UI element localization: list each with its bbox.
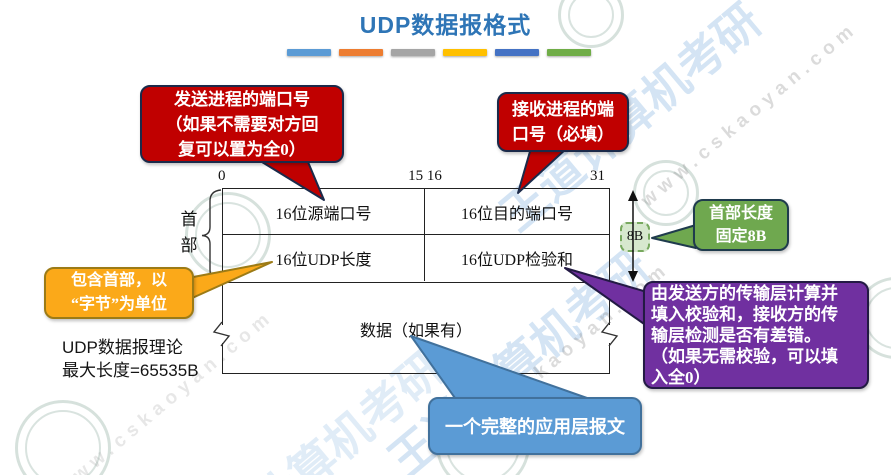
page-title: UDP数据报格式 xyxy=(359,12,532,38)
divider-bar xyxy=(443,49,487,56)
table-row: 16位源端口号 16位目的端口号 xyxy=(223,189,609,235)
divider-bar xyxy=(495,49,539,56)
seal-watermark xyxy=(15,400,111,475)
field-udp-length: 16位UDP长度 xyxy=(223,235,425,281)
field-source-port: 16位源端口号 xyxy=(223,189,425,234)
callout-line: 包含首部，以 xyxy=(70,272,167,289)
note-line: UDP数据报理论 xyxy=(62,338,183,357)
field-dest-port: 16位目的端口号 xyxy=(460,205,573,223)
udp-header-table: 16位源端口号 16位目的端口号 16位UDP长度 16位UDP检验和 xyxy=(222,188,610,283)
callout-source-port: 发送进程的端口号 （如果不需要对方回 复可以置为全0） xyxy=(140,85,344,163)
bit-label-0: 0 xyxy=(218,168,226,184)
divider-bar xyxy=(391,49,435,56)
field-udp-checksum: 16位UDP检验和 xyxy=(460,252,573,269)
callout-line: 输层检测是否有差错。 xyxy=(651,325,821,345)
callout-line: （如果不需要对方回 xyxy=(165,114,319,134)
callout-udp-length: 包含首部，以 “字节”为单位 xyxy=(44,267,194,319)
udp-data-box: 数据（如果有） xyxy=(222,283,610,374)
divider-bar xyxy=(287,49,331,56)
callout-tail-dest-port xyxy=(517,147,568,194)
table-row: 16位UDP长度 16位UDP检验和 xyxy=(223,235,609,281)
callout-checksum: 由发送方的传输层计算并 填入校验和，接收方的传 输层检测是否有差错。 （如果无需… xyxy=(643,281,869,389)
field-data: 数据（如果有） xyxy=(359,323,472,340)
callout-data-payload: 一个完整的应用层报文 xyxy=(428,397,642,455)
dimension-arrow-down xyxy=(628,271,638,282)
divider-bar xyxy=(547,49,591,56)
header-size-badge: 8B xyxy=(620,222,650,252)
callout-dest-port: 接收进程的端 口号（必填） xyxy=(497,92,629,152)
callout-line: 首部长度 xyxy=(708,205,773,222)
callout-line: 接收进程的端 xyxy=(512,100,614,119)
callout-line: 一个完整的应用层报文 xyxy=(445,417,625,437)
callout-line: 填入校验和，接收方的传 xyxy=(651,304,838,324)
callout-tail-header-length xyxy=(651,224,697,249)
callout-line: 由发送方的传输层计算并 xyxy=(651,283,838,303)
title-divider-bars xyxy=(287,49,591,56)
callout-line: 固定8B xyxy=(715,228,767,245)
divider-bar xyxy=(339,49,383,56)
max-length-note: UDP数据报理论 最大长度=65535B xyxy=(62,336,199,382)
callout-line: 口号（必填） xyxy=(512,125,614,144)
bit-label-31: 31 xyxy=(590,168,605,184)
callout-line: （如果无需校验，可以填 xyxy=(651,346,838,366)
callout-line: 发送进程的端口号 xyxy=(174,89,310,109)
callout-header-length: 首部长度 固定8B xyxy=(693,199,789,251)
header-brace-label: 首部 xyxy=(180,210,198,255)
seal-watermark xyxy=(558,0,624,48)
callout-line: 复可以置为全0） xyxy=(178,139,306,159)
seal-watermark xyxy=(633,160,699,226)
callout-line: 入全0） xyxy=(651,367,711,387)
bit-label-15-16: 15 16 xyxy=(408,168,442,184)
callout-line: “字节”为单位 xyxy=(70,296,167,313)
note-line: 最大长度=65535B xyxy=(62,361,199,380)
